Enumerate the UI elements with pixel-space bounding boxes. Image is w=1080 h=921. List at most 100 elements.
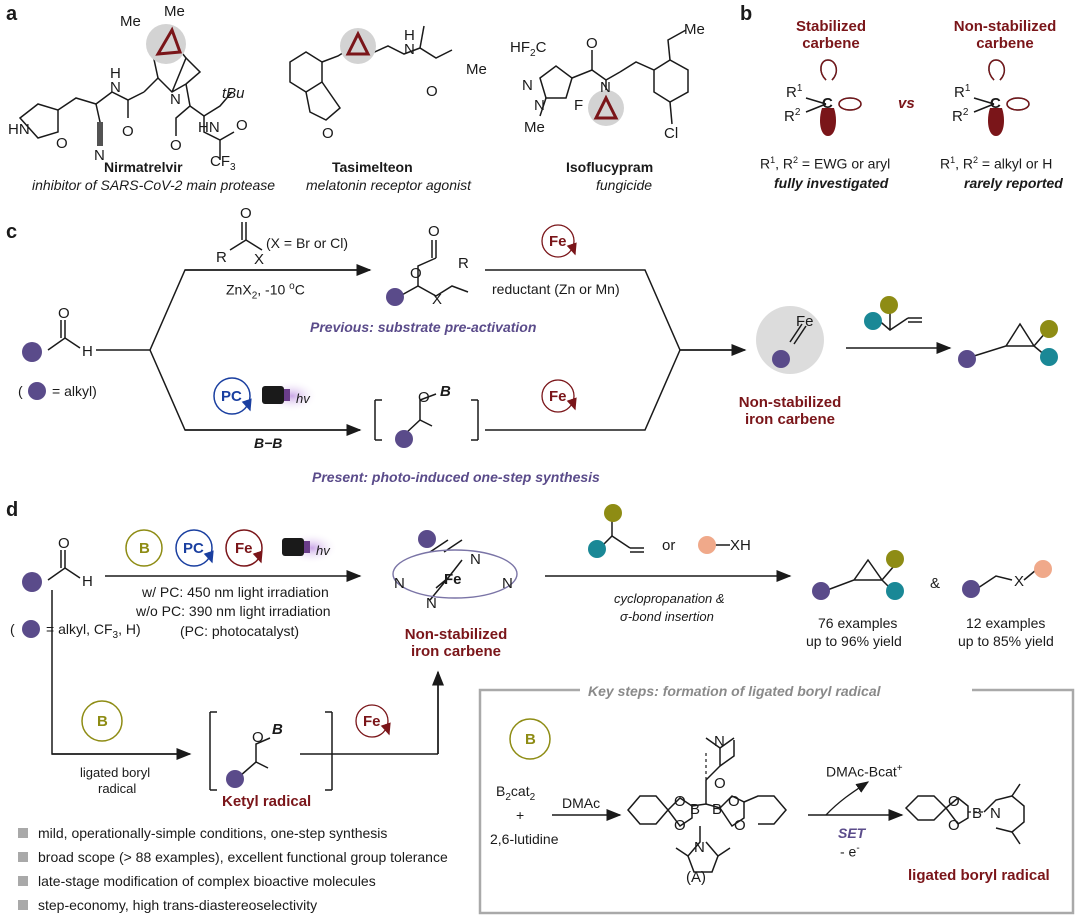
feature-bullet xyxy=(18,876,28,886)
atom-h: H xyxy=(404,27,415,44)
atom-o: O xyxy=(236,117,248,134)
atom-b: B xyxy=(712,801,723,818)
pc-label: PC xyxy=(183,540,204,557)
atom-n: N xyxy=(394,575,405,592)
atom-n: N xyxy=(522,77,533,94)
panel-a-label: a xyxy=(6,3,18,25)
atom-n: N xyxy=(600,79,611,96)
bb-reagent: B−B xyxy=(254,435,283,451)
atom-o: O xyxy=(322,125,334,142)
result-1a: 76 examples xyxy=(818,615,898,631)
feature-item: step-economy, high trans-diastereoselect… xyxy=(38,897,318,913)
atom-o: O xyxy=(58,305,70,322)
teal-dot xyxy=(588,540,606,558)
atom-x: X xyxy=(1014,573,1025,590)
atom-n: N xyxy=(404,41,415,58)
feature-bullet xyxy=(18,900,28,910)
atom-n: N xyxy=(694,839,705,856)
reagent-x-note: (X = Br or Cl) xyxy=(266,235,349,251)
olive-dot xyxy=(880,296,898,314)
plus-sign: + xyxy=(516,807,525,823)
atom-o: O xyxy=(948,817,960,834)
drug-name-isoflucypram: Isoflucypram xyxy=(566,159,654,175)
atom-hn: HN xyxy=(198,119,220,136)
atom-o: O xyxy=(428,223,440,240)
atom-f: F xyxy=(574,97,584,114)
previous-label: Previous: substrate pre-activation xyxy=(310,319,537,335)
b-circle-label: B xyxy=(139,540,150,557)
teal-dot xyxy=(1040,348,1058,366)
cond-pc: w/ PC: 450 nm light irradiation xyxy=(142,584,329,600)
fe-catalyst: Fe xyxy=(235,540,253,557)
atom-me: Me xyxy=(466,61,487,78)
atom-cf3: CF3 xyxy=(210,153,236,173)
rxn-label-2: σ-bond insertion xyxy=(620,609,714,624)
znx2-condition: ZnX2, -10 oC xyxy=(226,281,305,302)
olive-dot xyxy=(604,504,622,522)
atom-o: O xyxy=(426,83,438,100)
olive-dot xyxy=(1040,320,1058,338)
compound-a-label: (A) xyxy=(686,869,706,886)
atom-o: O xyxy=(734,817,746,834)
atom-r2: R2 xyxy=(952,107,969,125)
dmac-bcat: DMAc-Bcat+ xyxy=(826,763,903,780)
feature-bullet xyxy=(18,852,28,862)
atom-o: O xyxy=(674,817,686,834)
atom-o: O xyxy=(122,123,134,140)
atom-c: C xyxy=(822,95,833,112)
drug-name-nirmatrelvir: Nirmatrelvir xyxy=(104,159,183,175)
atom-o: O xyxy=(252,729,264,746)
b2cat2: B2cat2 xyxy=(496,783,536,803)
alkyl-dot xyxy=(22,572,42,592)
salmon-dot xyxy=(698,536,716,554)
atom-r2: R2 xyxy=(784,107,801,125)
fe-catalyst: Fe xyxy=(549,233,567,250)
b-circle-label: B xyxy=(525,731,536,748)
atom-o: O xyxy=(948,793,960,810)
present-label: Present: photo-induced one-step synthesi… xyxy=(312,469,600,485)
atom-n: N xyxy=(502,575,513,592)
feature-bullet xyxy=(18,828,28,838)
alkyl-dot xyxy=(812,582,830,600)
atom-x: X xyxy=(254,251,265,268)
alkyl-dot xyxy=(395,430,413,448)
atom-x: X xyxy=(432,291,443,308)
atom-n: N xyxy=(94,147,105,164)
atom-h: H xyxy=(82,343,93,360)
amp-text: & xyxy=(930,575,941,592)
atom-n: N xyxy=(714,733,725,750)
teal-dot xyxy=(864,312,882,330)
reductant-text: reductant (Zn or Mn) xyxy=(492,281,620,297)
fe-catalyst: Fe xyxy=(549,388,567,405)
rxn-label-1: cyclopropanation & xyxy=(614,591,725,606)
atom-r1: R1 xyxy=(786,83,803,101)
or-text: or xyxy=(662,537,676,554)
feature-item: mild, operationally-simple conditions, o… xyxy=(38,825,388,841)
result-2b: up to 85% yield xyxy=(958,633,1054,649)
atom-me: Me xyxy=(524,119,545,136)
result-2a: 12 examples xyxy=(966,615,1046,631)
feature-item: late-stage modification of complex bioac… xyxy=(38,873,376,889)
ligated-boryl-label: ligated boryl radical xyxy=(908,867,1050,884)
alkyl-dot xyxy=(226,770,244,788)
alkyl-legend-open: ( xyxy=(18,383,23,399)
drug-name-tasimelteon: Tasimelteon xyxy=(332,159,413,175)
atom-o: O xyxy=(714,775,726,792)
atom-me: Me xyxy=(164,3,185,20)
atom-cl: Cl xyxy=(664,125,679,142)
panel-d-label: d xyxy=(6,499,19,521)
atom-n: N xyxy=(990,805,1001,822)
b-circle-label: B xyxy=(97,713,108,730)
feature-item: broad scope (> 88 examples), excellent f… xyxy=(38,849,448,865)
atom-n: N xyxy=(534,97,545,114)
atom-n: N xyxy=(470,551,481,568)
hv-label: hv xyxy=(296,391,310,406)
panel-c-label: c xyxy=(6,221,18,243)
key-steps-title: Key steps: formation of ligated boryl ra… xyxy=(588,683,881,699)
fe-catalyst: Fe xyxy=(363,713,381,730)
atom-n: N xyxy=(170,91,181,108)
atom-o: O xyxy=(674,793,686,810)
nonstabilized-note: rarely reported xyxy=(964,175,1063,191)
lutidine: 2,6-lutidine xyxy=(490,831,559,847)
